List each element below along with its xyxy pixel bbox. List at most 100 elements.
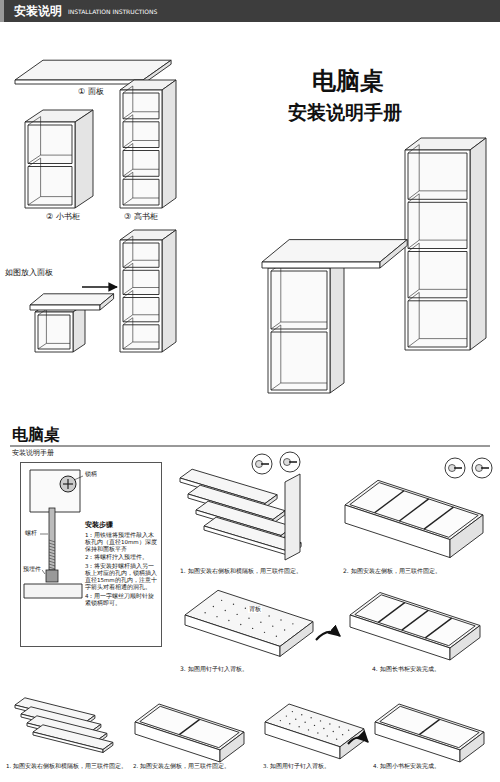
- cabinet-compartment: [123, 122, 159, 148]
- furniture-edge: [133, 111, 159, 112]
- dowel-screw: [481, 467, 489, 469]
- cabinet-compartment: [408, 301, 467, 347]
- furniture-edge: [123, 288, 133, 295]
- furniture-edge: [408, 194, 419, 202]
- cabinet-compartment: [271, 271, 327, 329]
- insert-arrow: [82, 286, 117, 288]
- step-caption: 4. 如图长书柜安装完成。: [372, 666, 440, 673]
- step-column: 安装步骤1：用铁锤将预埋件敲入木板孔内（直径10mm）深度保持和面板平齐2：将螺…: [85, 521, 159, 609]
- board-side: [340, 729, 364, 759]
- cabinet-compartment: [271, 332, 327, 390]
- divider-board: [378, 603, 404, 623]
- furniture-edge: [133, 140, 159, 141]
- header-bar: 安装说明 INSTALLATION INSTRUCTIONS: [0, 0, 500, 22]
- nail-dot: [329, 723, 330, 724]
- divider-board: [179, 719, 199, 734]
- furniture-edge: [123, 169, 133, 176]
- board-side: [380, 240, 407, 268]
- divider-board: [424, 507, 453, 529]
- divider-board: [375, 491, 404, 513]
- screw-thread: [49, 564, 55, 566]
- step-text: 1：用铁锤将预埋件敲入木板孔内（直径10mm）深度保持和面板平齐: [85, 532, 159, 553]
- cabinet-opening: [380, 706, 479, 747]
- cabinet-opening: [350, 483, 478, 538]
- furniture-edge: [123, 172, 133, 179]
- nail-dot: [280, 720, 281, 721]
- screw-thread: [49, 561, 55, 563]
- part-callout: 预埋件: [22, 566, 42, 573]
- nail-dot: [216, 616, 217, 617]
- nail-dot: [284, 629, 285, 630]
- divider-board: [402, 610, 428, 630]
- nail-dot: [248, 618, 249, 619]
- furniture-edge: [419, 240, 467, 241]
- cabinet-compartment: [123, 298, 159, 322]
- instruction-inset: 安装步骤1：用铁锤将预埋件敲入木板孔内（直径10mm）深度保持和面板平齐2：将螺…: [20, 462, 162, 647]
- nail-dot: [289, 723, 290, 724]
- furniture-edge: [28, 117, 41, 125]
- nail-dot: [280, 619, 281, 620]
- nail-dot: [260, 622, 261, 623]
- furniture-edge: [132, 86, 133, 112]
- nail-dot: [301, 714, 302, 715]
- nail-dot: [298, 726, 299, 727]
- section-title: 电脑桌: [12, 426, 60, 444]
- nail-dot: [225, 610, 226, 611]
- cabinet-compartment: [123, 93, 159, 119]
- nail-dot: [333, 731, 334, 732]
- cabinet-compartment: [123, 179, 159, 205]
- furniture-edge: [132, 291, 133, 315]
- nail-dot: [292, 711, 293, 712]
- furniture-edge: [123, 86, 133, 93]
- step-caption: 1. 如图安装右侧板和横隔板，用三联件固定。: [180, 568, 302, 575]
- nail-dot: [310, 717, 311, 718]
- furniture-edge: [133, 287, 159, 288]
- cabinet-side: [162, 80, 176, 208]
- cabinet-compartment: [123, 325, 159, 349]
- board-front: [204, 526, 289, 556]
- nail-dot: [320, 720, 321, 721]
- nail-dot: [314, 725, 315, 726]
- screw-thread: [49, 543, 55, 545]
- detail-circle: [472, 458, 492, 478]
- part-label: ② 小书柜: [46, 212, 80, 221]
- furniture-edge: [419, 243, 420, 289]
- header-subtitle: INSTALLATION INSTRUCTIONS: [68, 8, 157, 15]
- nail-dot: [292, 623, 293, 624]
- furniture-edge: [408, 339, 419, 347]
- furniture-edge: [408, 243, 419, 251]
- nail-dot: [240, 624, 241, 625]
- section-rule: [10, 446, 490, 447]
- divider-board: [419, 719, 439, 734]
- furniture-edge: [41, 196, 72, 197]
- dowel-screw: [289, 461, 297, 463]
- furniture-edge: [28, 197, 41, 205]
- screw-thread: [49, 552, 55, 554]
- cabinet-side: [162, 230, 176, 352]
- furniture-edge: [419, 190, 467, 191]
- furniture-edge: [133, 169, 159, 170]
- direction-arrow: [348, 737, 368, 744]
- nail-dot: [228, 620, 229, 621]
- step-caption: 3. 如图用钉子钉入背板。: [180, 666, 248, 673]
- header-title: 安装说明: [14, 3, 62, 20]
- step-caption: 4. 如图小书柜安装完成。: [373, 763, 440, 769]
- detail-circle: [280, 452, 300, 472]
- screw-thread: [49, 558, 55, 560]
- furniture-edge: [132, 263, 133, 287]
- furniture-edge: [419, 289, 467, 290]
- board-front: [265, 722, 340, 759]
- cabinet-front: [35, 312, 73, 352]
- cabinet-front: [120, 240, 162, 352]
- furniture-edge: [46, 309, 47, 343]
- furniture-edge: [132, 318, 133, 342]
- cabinet-compartment: [408, 202, 467, 248]
- cam-slot: [67, 479, 68, 489]
- nail-dot: [286, 715, 287, 716]
- furniture-edge: [419, 292, 420, 338]
- step-caption: 3. 如图用钉子钉入背板。: [263, 763, 330, 769]
- board-front: [30, 305, 100, 310]
- nail-dot: [233, 604, 234, 605]
- cabinet-compartment: [123, 243, 159, 267]
- nail-dot: [272, 625, 273, 626]
